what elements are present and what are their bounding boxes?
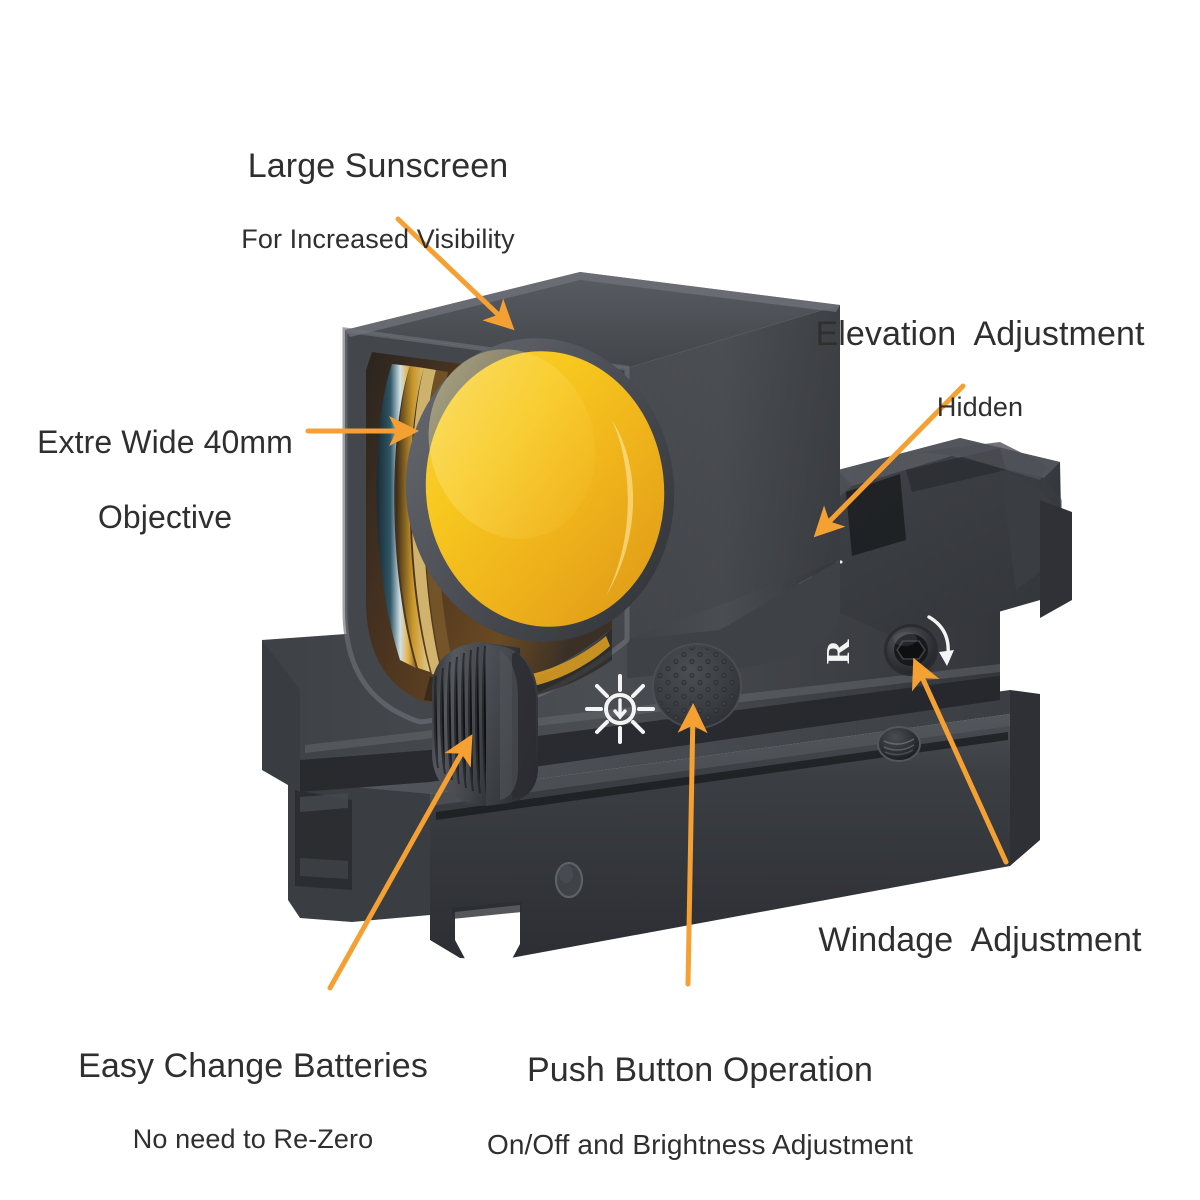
sunscreen-hood — [342, 272, 840, 725]
annotation-arrows — [305, 216, 1009, 991]
callout-push-button-title: Push Button Operation — [526, 1050, 874, 1089]
callout-objective: Extre Wide 40mm Objective — [0, 386, 330, 575]
callout-windage-title: Windage Adjustment — [818, 920, 1142, 959]
callout-battery-title: Easy Change Batteries — [78, 1046, 428, 1085]
clockwise-arrow-icon — [927, 615, 954, 666]
callout-objective-title: Extre Wide 40mm — [37, 423, 293, 460]
callout-sunscreen-title: Large Sunscreen — [247, 146, 509, 185]
brightness-push-button[interactable] — [652, 643, 742, 729]
arrow-windage — [912, 657, 1009, 865]
callout-sunscreen: Large Sunscreen For Increased Visibility — [168, 108, 588, 293]
callout-battery: Easy Change Batteries No need to Re-Zero — [28, 1008, 478, 1193]
callout-sunscreen-subtitle: For Increased Visibility — [241, 223, 515, 254]
callout-objective-subtitle: Objective — [97, 499, 233, 536]
svg-text:R: R — [820, 639, 857, 664]
callout-windage: Windage Adjustment — [770, 882, 1190, 998]
arrow-push-button — [677, 703, 708, 987]
callout-push-button: Push Button Operation On/Off and Brightn… — [430, 1012, 970, 1198]
elevation-adjustment — [790, 438, 1072, 640]
arrow-battery — [327, 734, 473, 991]
arrow-elevation — [813, 383, 966, 538]
windage-adjustment-screw[interactable] — [884, 624, 938, 676]
callout-push-button-subtitle: On/Off and Brightness Adjustment — [486, 1128, 914, 1160]
rail-threaded-hole — [877, 726, 921, 762]
callout-elevation-subtitle: Hidden — [936, 391, 1024, 422]
objective-lens — [425, 349, 665, 627]
callout-battery-subtitle: No need to Re-Zero — [132, 1123, 374, 1154]
callout-elevation: Elevation Adjustment Hidden — [760, 276, 1200, 461]
callout-elevation-title: Elevation Adjustment — [815, 314, 1145, 353]
windage-letter-r-marking: R — [820, 639, 857, 664]
arrow-sunscreen — [395, 216, 515, 331]
sun-brightness-icon — [585, 674, 655, 744]
